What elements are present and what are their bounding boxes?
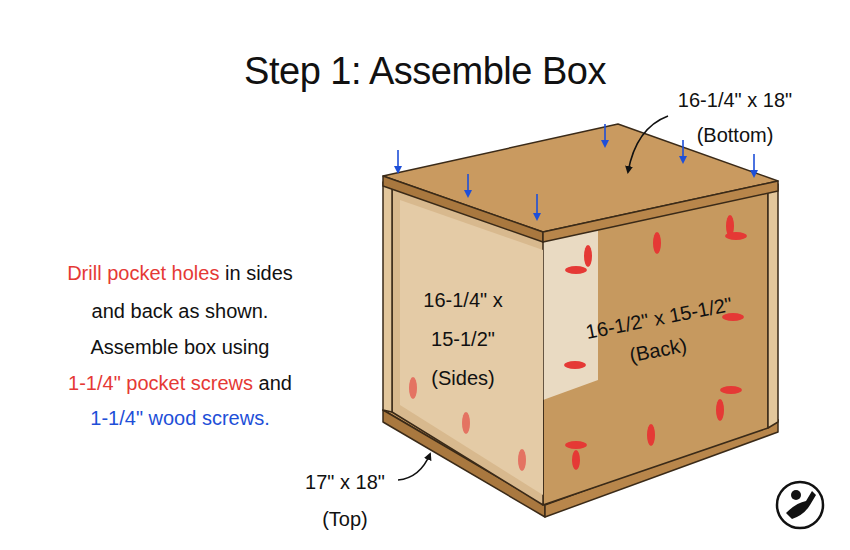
- instruction-note-line: 1-1/4" wood screws.: [90, 407, 269, 429]
- leader-line: [398, 454, 430, 480]
- part-name: (Bottom): [697, 124, 774, 146]
- instruction-note: and: [259, 372, 292, 394]
- part-name-line: (Top): [322, 508, 368, 530]
- instruction-note: Assemble box using: [91, 336, 270, 358]
- instruction-note: in sides: [225, 262, 293, 284]
- instruction-note: 1-1/4" pocket screws: [68, 372, 253, 394]
- dimension-label-line: 16-1/4" x: [423, 289, 502, 311]
- diagram-title: Step 1: Assemble Box: [244, 51, 606, 93]
- dimension-label-line: 17" x 18": [305, 471, 385, 493]
- instruction-note-line: 1-1/4" pocket screws and: [68, 372, 292, 394]
- logo-icon: [777, 482, 823, 528]
- pocket-holes: [409, 215, 747, 471]
- dimension-label: 16-1/4" x: [423, 289, 502, 311]
- instruction-note-line: Drill pocket holes in sides: [67, 262, 293, 284]
- instruction-note: 1-1/4" wood screws.: [90, 407, 269, 429]
- part-name-line: (Bottom): [697, 124, 774, 146]
- dimension-label: 17" x 18": [305, 471, 385, 493]
- dimension-label: 16-1/4" x 18": [678, 89, 792, 111]
- leader-line: [628, 116, 668, 172]
- dimension-label: 15-1/2": [431, 328, 495, 350]
- part-name: (Top): [322, 508, 368, 530]
- instruction-note-line: and back as shown.: [92, 300, 269, 322]
- upper-board: [383, 124, 778, 242]
- instruction-note: and back as shown.: [92, 300, 269, 322]
- instruction-note: Drill pocket holes: [67, 262, 219, 284]
- part-name: (Sides): [431, 367, 494, 389]
- dimension-label-line: 16-1/4" x 18": [678, 89, 792, 111]
- part-name-line: (Sides): [431, 367, 494, 389]
- dimension-label-line: 15-1/2": [431, 328, 495, 350]
- instruction-note-line: Assemble box using: [91, 336, 270, 358]
